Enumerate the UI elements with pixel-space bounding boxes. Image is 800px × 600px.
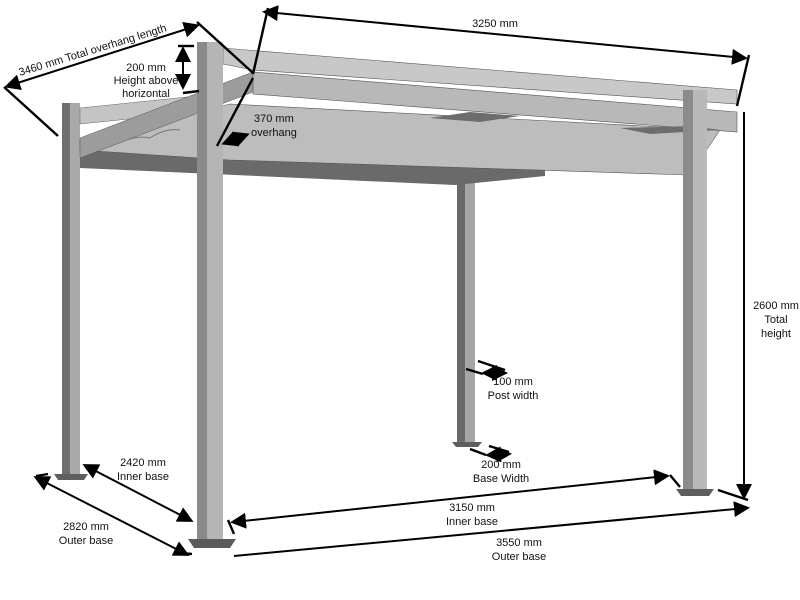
svg-text:100 mm: 100 mm [493, 376, 533, 388]
front-left-post [188, 42, 236, 548]
svg-text:3550 mm: 3550 mm [496, 537, 542, 549]
top-width-label: 3250 mm [472, 18, 518, 30]
svg-text:370 mm: 370 mm [254, 113, 294, 125]
svg-text:overhang: overhang [251, 127, 297, 139]
svg-text:Inner base: Inner base [446, 516, 498, 528]
total-height-label: 2600 mm Total height [753, 300, 799, 340]
svg-text:2600 mm: 2600 mm [753, 300, 799, 312]
svg-text:horizontal: horizontal [122, 88, 170, 100]
post-width-label: 100 mm Post width [488, 376, 539, 402]
svg-text:200 mm: 200 mm [481, 459, 521, 471]
svg-text:Outer base: Outer base [59, 535, 113, 547]
back-middle-post [452, 176, 482, 447]
dimension-lines [3, 5, 752, 557]
svg-text:Base Width: Base Width [473, 473, 529, 485]
right-post [676, 90, 714, 496]
front-beam [252, 71, 738, 133]
svg-text:Total: Total [764, 314, 787, 326]
height-above-label: 200 mm Height above horizontal [114, 62, 179, 100]
svg-text:Height above: Height above [114, 75, 179, 87]
inner-side-base-label: 2420 mm Inner base [117, 457, 169, 483]
outer-side-base-label: 2820 mm Outer base [59, 521, 113, 547]
svg-text:200 mm: 200 mm [126, 62, 166, 74]
svg-text:height: height [761, 328, 791, 340]
overhang-label: 370 mm overhang [251, 113, 297, 139]
inner-front-base-label: 3150 mm Inner base [446, 502, 498, 528]
svg-text:3150 mm: 3150 mm [449, 502, 495, 514]
svg-text:Post width: Post width [488, 390, 539, 402]
outer-front-base-label: 3550 mm Outer base [492, 537, 546, 563]
svg-text:Inner base: Inner base [117, 471, 169, 483]
svg-text:2820 mm: 2820 mm [63, 521, 109, 533]
svg-text:2420 mm: 2420 mm [120, 457, 166, 469]
svg-text:Outer base: Outer base [492, 551, 546, 563]
base-width-label: 200 mm Base Width [473, 459, 529, 485]
